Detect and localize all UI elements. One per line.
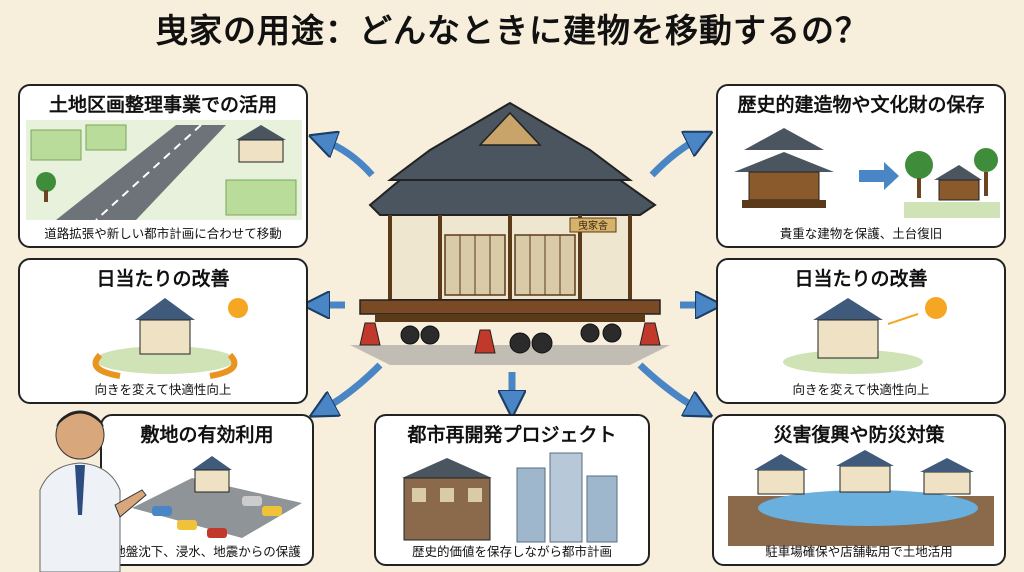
panel-sunlight-left: 日当たりの改善 向きを変えて快適性向上	[18, 258, 308, 404]
panel-heading: 歴史的建造物や文化財の保存	[737, 94, 985, 116]
jack-3	[639, 322, 661, 346]
panel-caption: 道路拡張や新しい都市計画に合わせて移動	[44, 226, 282, 241]
jack-2	[474, 329, 496, 354]
shrine-sign	[569, 217, 617, 233]
roller-2	[509, 332, 531, 354]
panel-caption: 向きを変えて快適性向上	[94, 382, 232, 397]
presenter-arm	[114, 489, 147, 518]
panel-heading: 日当たりの改善	[96, 268, 230, 290]
shrine-sign-text: 曳家舎	[578, 219, 608, 232]
ground-shadow	[350, 345, 670, 365]
panel-caption: 駐車場確保や店舗転用で土地活用	[765, 544, 953, 559]
sun-icon	[925, 297, 947, 319]
panel-caption: 歴史的価値を保存しながら都市計画	[411, 544, 612, 559]
parking-illustration	[132, 456, 302, 538]
redevelopment-illustration	[402, 452, 618, 543]
panel-heading: 災害復興や防災対策	[773, 424, 945, 446]
panel-disaster: 災害復興や防災対策 駐車場確保や店舗転用で土地活用	[712, 414, 1006, 566]
road-illustration	[26, 120, 302, 220]
moved-house	[236, 125, 286, 140]
house-sun-illustration	[783, 297, 947, 374]
lower-roof	[368, 179, 657, 216]
panel-caption: 地盤沈下、浸水、地震からの保護	[113, 544, 301, 559]
rotate-house-illustration	[92, 298, 248, 379]
panel-redevelopment: 都市再開発プロジェクト 歴史的価値を保存しながら都市計画	[374, 414, 650, 566]
panel-sunlight-right: 日当たりの改善 向きを変えて快適性向上	[716, 258, 1006, 404]
base-beam	[359, 299, 661, 315]
road	[56, 125, 226, 220]
panel-site-use: 敷地の有効利用 地盤沈下、浸水、地震からの保護	[100, 414, 314, 566]
panel-heading: 都市再開発プロジェクト	[407, 424, 617, 446]
presenter-shirt	[39, 462, 121, 572]
presenter-illustration	[39, 410, 147, 572]
panel-land-readjustment: 土地区画整理事業での活用 道路拡張や新しい都市計画に合わせて移動	[18, 84, 308, 248]
panel-heading: 土地区画整理事業での活用	[48, 94, 277, 116]
panel-heading: 敷地の有効利用	[140, 424, 274, 446]
tower-1	[516, 467, 546, 543]
panel-heritage: 歴史的建造物や文化財の保存 貴重な建物を保護、土台復旧	[716, 84, 1006, 248]
center-building-illustration: 曳家舎	[350, 101, 670, 365]
roller-1	[400, 325, 420, 345]
tower-2	[549, 452, 583, 543]
car-1	[152, 506, 172, 516]
sun-icon	[228, 298, 248, 318]
rotation-arrow	[92, 352, 121, 379]
jack-1	[359, 322, 381, 346]
water	[758, 490, 978, 526]
panel-caption: 貴重な建物を保護、土台復旧	[779, 226, 943, 241]
panel-heading: 日当たりの改善	[794, 268, 928, 290]
tower-3	[586, 475, 618, 543]
right-arrow	[859, 162, 899, 190]
roller-3	[580, 323, 600, 343]
heritage-illustration	[734, 128, 1000, 218]
page-title: 曳家の用途：どんなときに建物を移動するの？	[155, 11, 869, 50]
flood-illustration	[728, 450, 994, 546]
panel-caption: 向きを変えて快適性向上	[792, 382, 930, 397]
